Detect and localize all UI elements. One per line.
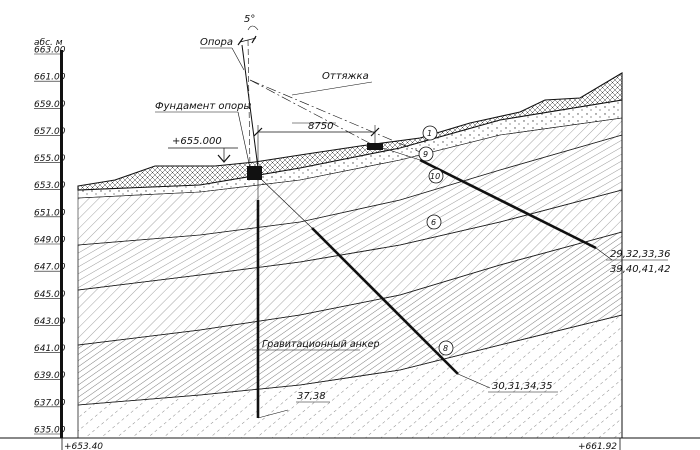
bottom-right-label: +661.92 bbox=[578, 442, 617, 450]
foundation-label: Фундамент опоры bbox=[155, 101, 251, 112]
elevation-tick-label: 655.00 bbox=[34, 154, 66, 164]
layer-marker-9: 9 bbox=[423, 150, 428, 159]
elevation-tick-label: 649.00 bbox=[34, 236, 66, 246]
support-label: Опора bbox=[200, 37, 233, 48]
elevation-tick-label: 641.00 bbox=[34, 344, 66, 354]
guy-anchor-block bbox=[367, 143, 383, 150]
anchors-right-label-2: 39,40,41,42 bbox=[610, 264, 670, 275]
elevation-tick-label: 657.00 bbox=[34, 127, 66, 137]
anchor-diagonal-mid bbox=[311, 227, 459, 375]
layer-marker-6: 6 bbox=[431, 218, 436, 227]
soil-layer-topsoil bbox=[77, 72, 623, 191]
anchor-diagonal-right bbox=[419, 158, 597, 250]
labels: 5° Опора Оттяжка Фундамент опоры +655.00… bbox=[64, 14, 670, 450]
layer-markers: 1 9 10 6 8 bbox=[418, 125, 454, 356]
bottom-left-label: +653.40 bbox=[64, 442, 103, 450]
anchors-mid-label: 30,31,34,35 bbox=[492, 381, 552, 392]
distance-dimension bbox=[253, 125, 380, 166]
ground-level-label: +655.000 bbox=[172, 136, 222, 147]
elevation-tick-label: 639.00 bbox=[34, 371, 66, 381]
anchors bbox=[252, 147, 613, 419]
axis-unit-label: абс. м bbox=[34, 38, 63, 48]
gravity-anchor-label: Гравитационный анкер bbox=[262, 339, 380, 350]
elevation-tick-label: 635.00 bbox=[34, 426, 66, 436]
distance-label: 8750 bbox=[308, 121, 333, 132]
support-pole bbox=[237, 25, 259, 169]
layer-marker-10: 10 bbox=[430, 172, 440, 181]
angle-label: 5° bbox=[244, 14, 255, 25]
layer-marker-1: 1 bbox=[427, 129, 432, 138]
elevation-tick-label: 659.00 bbox=[34, 100, 66, 110]
anchors-vertical-label: 37,38 bbox=[297, 391, 326, 402]
elevation-axis: абс. м 663.00 661.00 659.00 657.00 655.00 653… bbox=[34, 38, 66, 438]
elevation-tick-label: 637.00 bbox=[34, 398, 66, 408]
elevation-tick-label: 651.00 bbox=[34, 208, 66, 218]
anchors-right-label-1: 29,32,33,36 bbox=[610, 249, 670, 260]
guy-wire bbox=[249, 79, 421, 153]
leader-lines bbox=[155, 47, 668, 403]
elevation-tick-label: 661.00 bbox=[34, 73, 66, 83]
elevation-tick-label: 647.00 bbox=[34, 263, 66, 273]
elevation-tick-label: 643.00 bbox=[34, 317, 66, 327]
elevation-tick-label: 653.00 bbox=[34, 181, 66, 191]
ground-level-marker bbox=[168, 147, 238, 163]
layer-marker-8: 8 bbox=[443, 344, 448, 353]
elevation-tick-label: 663.00 bbox=[34, 46, 66, 56]
guy-wire-label: Оттяжка bbox=[322, 71, 369, 82]
elevation-tick-label: 645.00 bbox=[34, 290, 66, 300]
foundation-block bbox=[247, 166, 262, 180]
